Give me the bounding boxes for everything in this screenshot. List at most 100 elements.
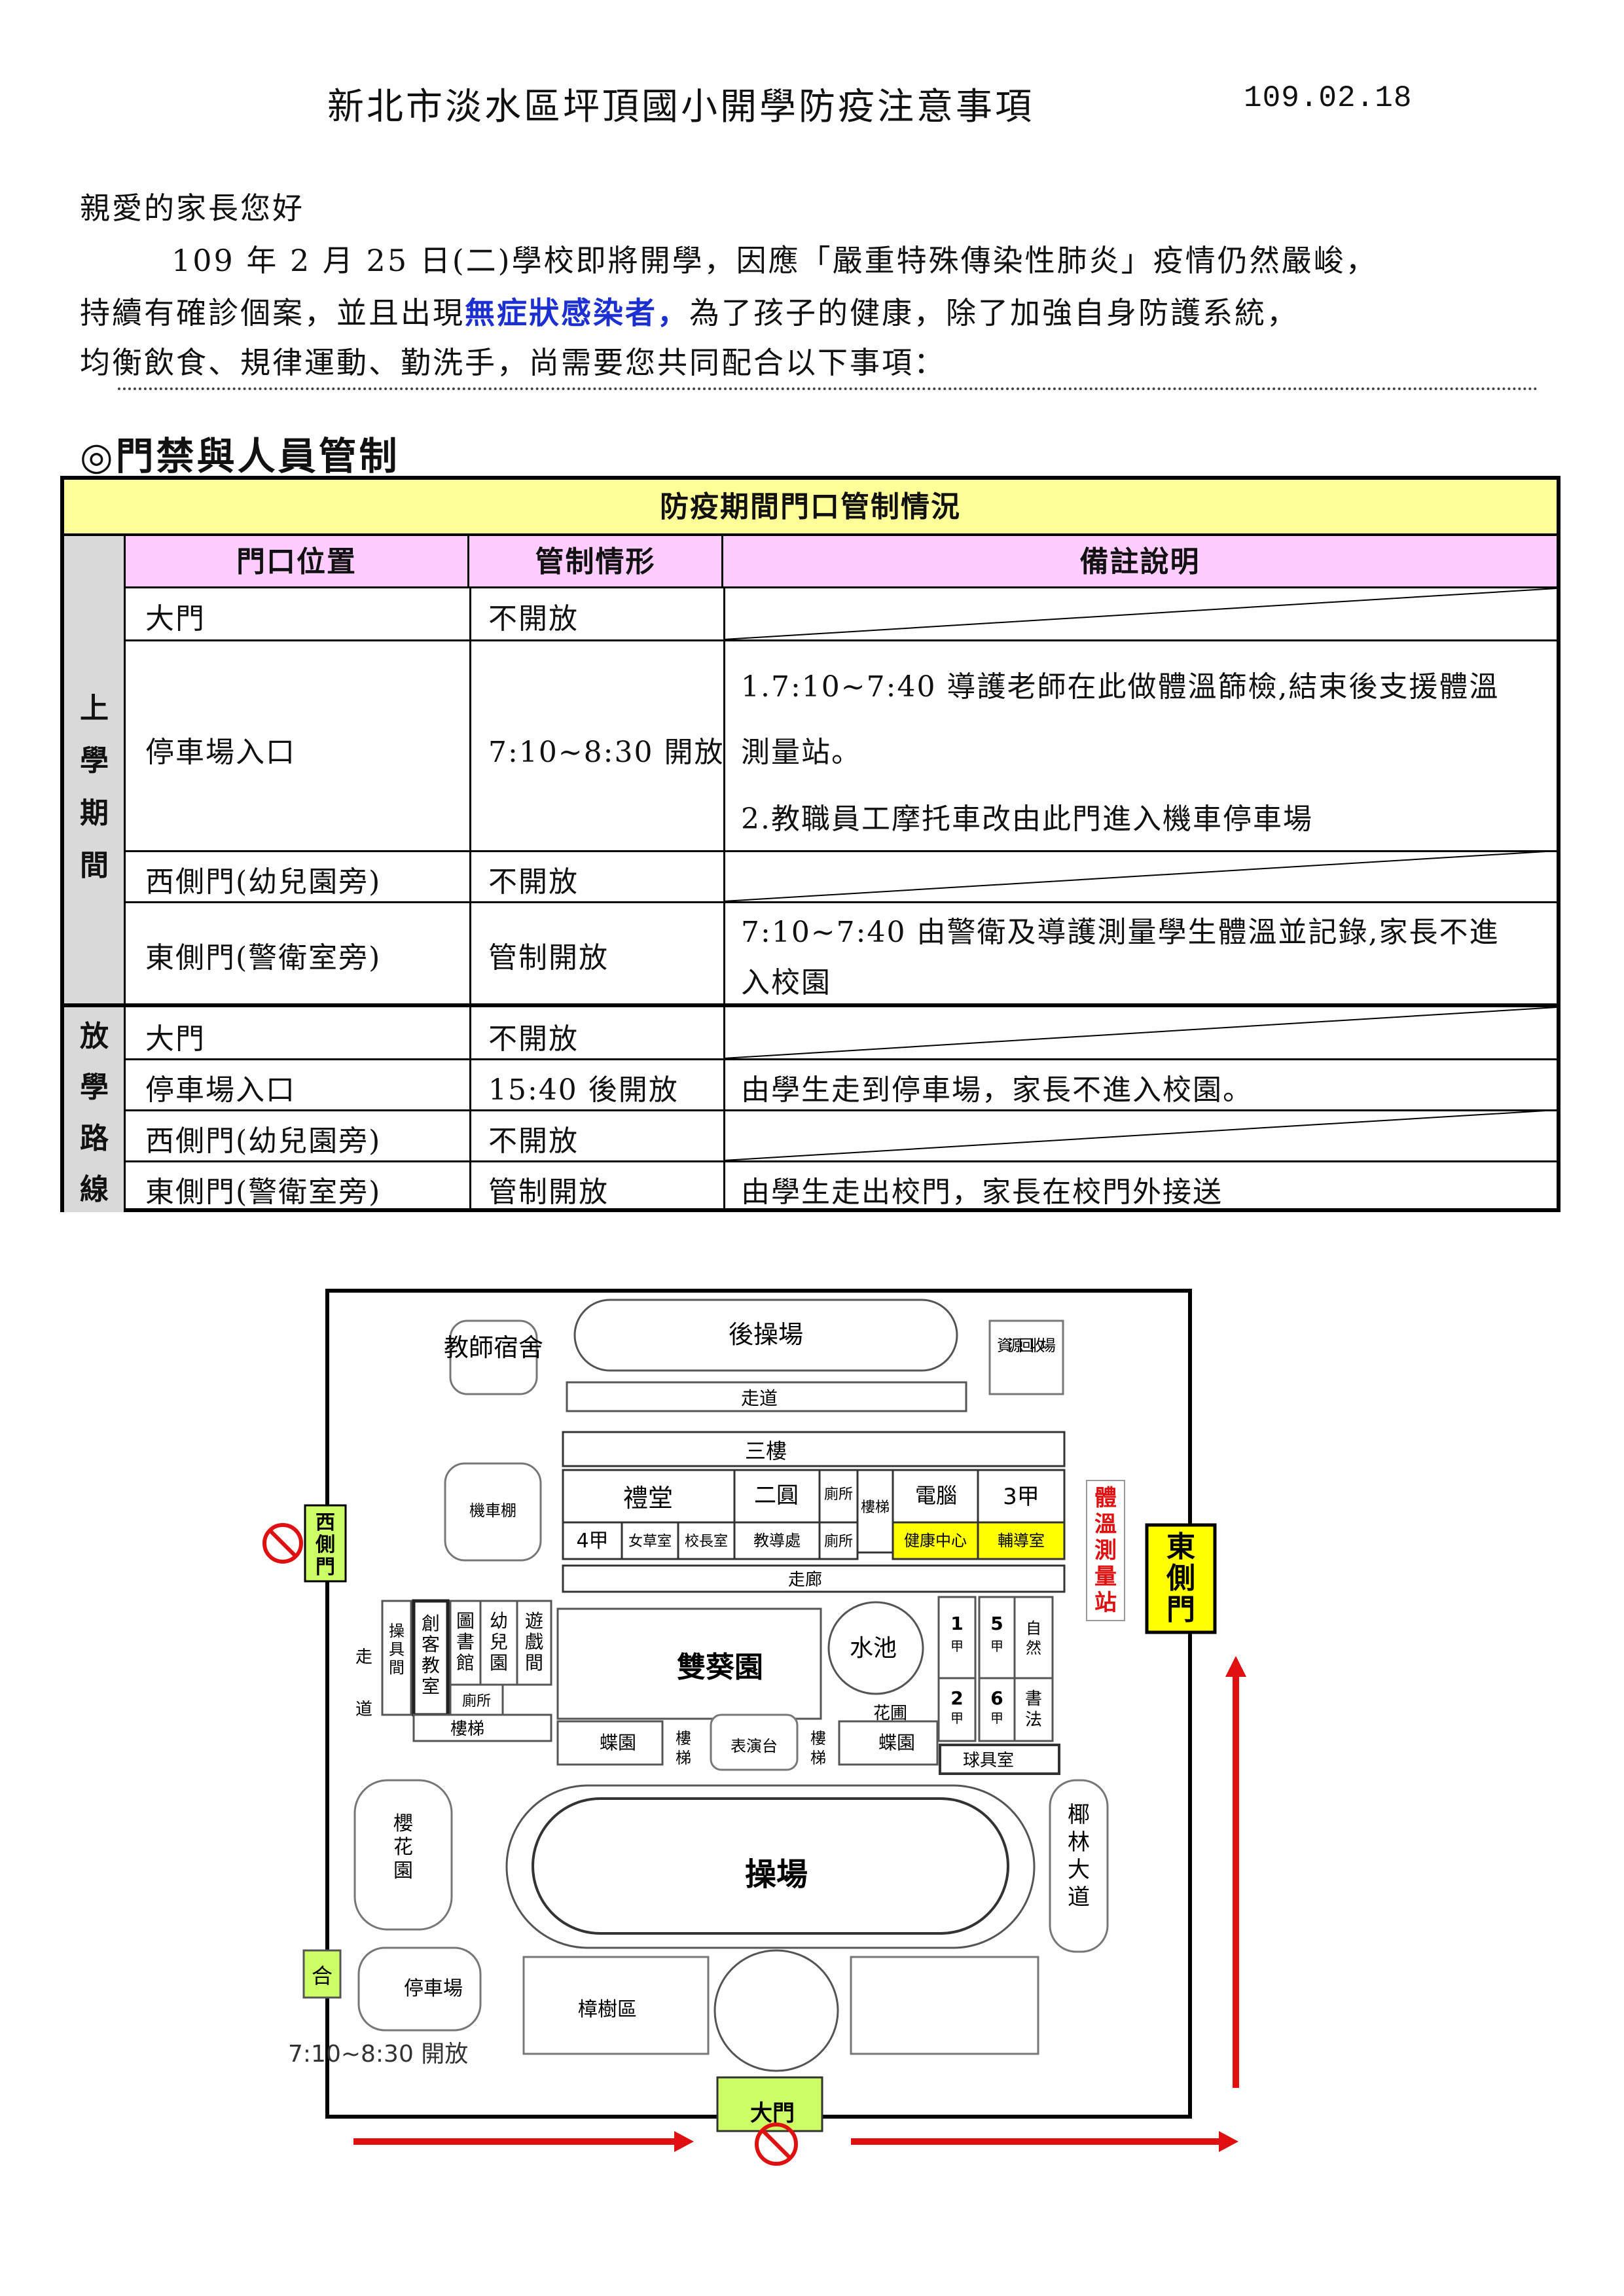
- walkway-top: [566, 1381, 967, 1412]
- butterfly-garden-west-label: 蝶園: [600, 1732, 636, 1753]
- nature-label: 自然: [1026, 1619, 1041, 1657]
- stairs-label: 樓梯: [861, 1499, 890, 1516]
- motorcycle-shed-label: 機車棚: [469, 1501, 516, 1520]
- note-cell: 2.教職員工摩托車改由此門進入機車停車場: [741, 802, 1313, 836]
- col-divider: [723, 588, 725, 1212]
- butterfly-garden-east: [838, 1720, 939, 1766]
- table-caption: 防疫期間門口管制情況: [64, 480, 1557, 536]
- auditorium-label: 禮堂: [623, 1484, 673, 1513]
- col-divider: [469, 588, 471, 1212]
- group-column: [64, 536, 126, 1212]
- dotted-divider: [118, 387, 1538, 390]
- walkway-top-label: 走道: [741, 1388, 778, 1409]
- calligraphy-room: [1013, 1677, 1054, 1742]
- performance-label: 表演台: [731, 1737, 778, 1755]
- group-char: 期: [80, 797, 110, 830]
- group-char: 間: [80, 849, 110, 882]
- playground-label: 操場: [745, 1856, 808, 1893]
- class-6a-sub: 甲: [990, 1710, 1003, 1726]
- header-note: 備註說明: [1079, 545, 1200, 579]
- building-3f: [562, 1431, 1066, 1467]
- west-gate: [304, 1504, 347, 1583]
- no-entry-icon-slash: [268, 1529, 297, 1558]
- motorcycle-shed: [444, 1462, 542, 1562]
- empty-note-diagonal: [724, 1007, 1557, 1058]
- note-cell: 入校園: [741, 966, 831, 999]
- temperature-station-label: 體溫測量站: [1094, 1485, 1117, 1616]
- empty-note-diagonal: [724, 588, 1557, 639]
- east-lawn: [850, 1956, 1039, 2055]
- main-gate: [716, 2076, 823, 2132]
- equipment-room: [381, 1600, 412, 1716]
- principal-label: 校長室: [685, 1534, 728, 1550]
- toilet-2f: [818, 1521, 859, 1560]
- kindergarten-label: 幼兒園: [490, 1610, 508, 1674]
- parking-gate-marker: [302, 1949, 342, 1999]
- roundabout: [713, 1949, 839, 2072]
- group-char: 放: [80, 1020, 110, 1053]
- section-title: ◎門禁與人員管制: [80, 434, 400, 478]
- gate-cell: 停車場入口: [145, 736, 296, 769]
- stairs-west: [412, 1713, 552, 1742]
- health-center-label: 健康中心: [904, 1532, 967, 1550]
- row-divider: [126, 901, 1557, 903]
- status-cell: 不開放: [488, 1022, 579, 1056]
- playroom-label: 遊戲間: [525, 1610, 543, 1674]
- greeting: 親愛的家長您好: [80, 190, 304, 226]
- office-label: 女草室: [628, 1534, 672, 1550]
- creative-room-label: 創客教室: [422, 1613, 440, 1697]
- recycle-area: [988, 1319, 1064, 1395]
- class-1a: [937, 1596, 977, 1679]
- back-field: [573, 1299, 958, 1372]
- sunflower-garden: [556, 1607, 822, 1720]
- letter-line-2-start: 持續有確診個案，並且出現: [80, 295, 465, 331]
- route-arrow-east-head: [1219, 2131, 1238, 2152]
- row-divider: [126, 1058, 1557, 1060]
- kindergarten: [479, 1600, 518, 1686]
- group-char: 學: [80, 1071, 110, 1104]
- status-cell: 15:40 後開放: [488, 1073, 679, 1107]
- gate-cell: 東側門(警衛室旁): [145, 941, 382, 975]
- temperature-station: [1086, 1480, 1125, 1621]
- document-date: 109.02.18: [1244, 81, 1413, 115]
- gate-cell: 西側門(幼兒園旁): [145, 865, 382, 899]
- auditorium: [562, 1469, 736, 1524]
- status-cell: 管制開放: [488, 941, 609, 975]
- page-title: 新北市淡水區坪頂國小開學防疫注意事項: [327, 86, 1034, 128]
- calligraphy-label: 書法: [1025, 1689, 1042, 1730]
- parking-gate-icon: 合: [312, 1964, 333, 1988]
- group-afternoon-label: 放 學 路 線: [64, 1011, 126, 1215]
- group-char: 路: [80, 1122, 110, 1155]
- toilet-label: 廁所: [824, 1486, 853, 1503]
- class-5a-sub: 甲: [990, 1638, 1003, 1654]
- computer-label: 電腦: [915, 1483, 957, 1508]
- parking-lot: [357, 1946, 482, 2032]
- class-2a-label: 2: [950, 1687, 963, 1709]
- letter-line-2: 持續有確診個案，並且出現無症狀感染者，為了孩子的健康，除了加強自身防護系統，: [80, 289, 1299, 332]
- gate-control-table: 防疫期間門口管制情況 門口位置 管制情形 備註說明 上 學 期 間 放 學 路 …: [60, 476, 1561, 1212]
- note-cell: 測量站。: [741, 736, 861, 769]
- walkway-west-label: 走道: [355, 1647, 372, 1719]
- note-cell: 由學生走到停車場，家長不進入校園。: [741, 1073, 1253, 1107]
- stairs-mid-east-label: 樓梯: [810, 1729, 826, 1767]
- status-cell: 不開放: [488, 602, 579, 636]
- header-status: 管制情形: [469, 536, 723, 588]
- header-gate: 門口位置: [126, 536, 469, 588]
- camphor-area: [522, 1956, 710, 2055]
- sunflower-garden-label: 雙葵園: [677, 1651, 763, 1684]
- class-5a-label: 5: [990, 1613, 1003, 1634]
- teacher-dorm: [449, 1319, 538, 1395]
- gate-cell: 停車場入口: [145, 1073, 296, 1107]
- computer-room: [892, 1469, 979, 1524]
- cherry-garden-label: 櫻花園: [393, 1812, 413, 1882]
- butterfly-garden-east-label: 蝶園: [878, 1732, 915, 1753]
- toilet-west-label: 廁所: [462, 1693, 491, 1710]
- class-4a-label: 4甲: [576, 1530, 608, 1552]
- note-cell: 1.7:10~7:40 導護老師在此做體溫篩檢,結束後支援體溫: [741, 670, 1500, 704]
- corridor: [562, 1564, 1066, 1593]
- no-entry-icon-slash: [761, 2129, 791, 2159]
- letter-line-1: 109 年 2 月 25 日(二)學校即將開學，因應「嚴重特殊傳染性肺炎」疫情仍…: [171, 243, 1378, 278]
- camphor-label: 樟樹區: [578, 1998, 637, 2021]
- counseling-room: [977, 1521, 1066, 1560]
- empty-note-diagonal: [724, 1110, 1557, 1160]
